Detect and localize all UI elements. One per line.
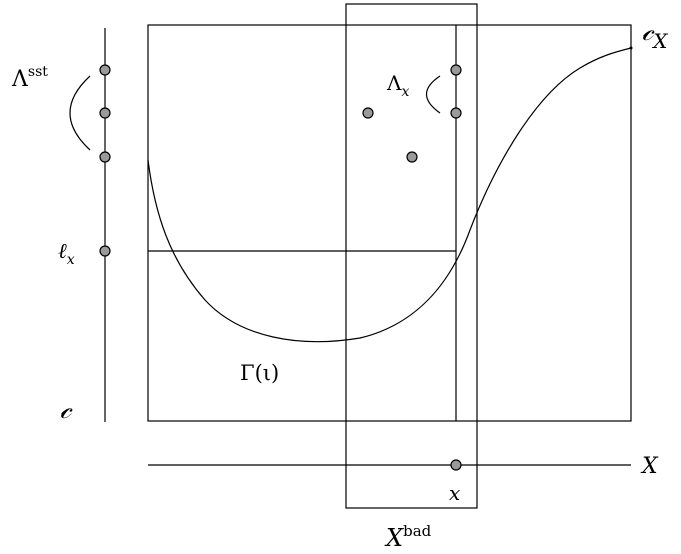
lambda-sst-arc bbox=[69, 75, 91, 151]
point-inner-1 bbox=[362, 107, 374, 119]
label-c-x: 𝒸X bbox=[642, 14, 668, 53]
point-ell-x bbox=[99, 245, 111, 257]
label-lambda-sst: Λsst bbox=[11, 64, 48, 92]
point-sst-1 bbox=[99, 64, 111, 76]
label-lambda-x: Λx bbox=[386, 71, 409, 100]
curve-gamma bbox=[147, 47, 632, 343]
label-c: 𝒸 bbox=[60, 392, 73, 425]
point-sst-3 bbox=[99, 151, 111, 163]
point-lambda-x-1 bbox=[450, 64, 462, 76]
label-x-axis: X bbox=[640, 454, 659, 479]
label-x-bad: Xbad bbox=[384, 522, 432, 552]
label-gamma: Γ(ι) bbox=[240, 361, 279, 385]
lambda-x-arc bbox=[425, 75, 441, 114]
x-bad-rectangle bbox=[345, 3, 478, 509]
label-ell-x: ℓx bbox=[58, 239, 75, 268]
point-sst-2 bbox=[99, 107, 111, 119]
label-x-point: x bbox=[449, 481, 460, 505]
curve-end-dot bbox=[629, 46, 633, 50]
point-inner-2 bbox=[406, 151, 418, 163]
point-lambda-x-2 bbox=[450, 107, 462, 119]
point-x bbox=[450, 459, 462, 471]
square-c-x bbox=[147, 24, 632, 422]
